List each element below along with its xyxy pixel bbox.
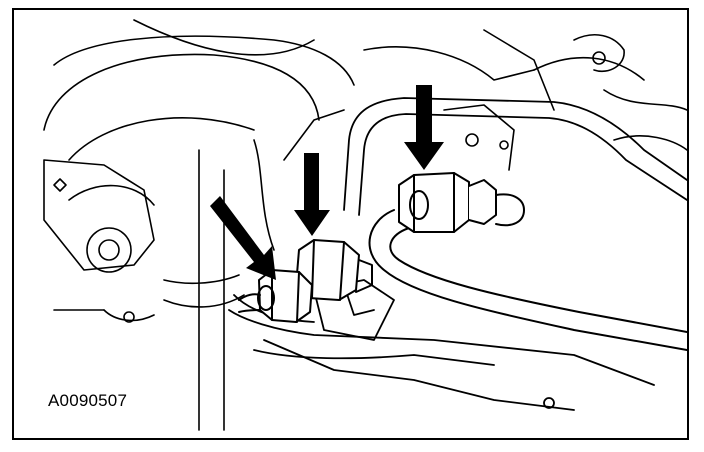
engine-housing	[43, 19, 687, 171]
hex-nut-icon	[398, 172, 525, 233]
lower-fuel-line	[228, 279, 655, 411]
arrow-middle	[294, 153, 330, 236]
hex-nut-icon	[238, 269, 313, 323]
figure-id-label: A0090507	[46, 391, 130, 411]
upper-tube	[343, 97, 687, 216]
down-arrow-icon	[210, 85, 444, 280]
arrow-right	[404, 85, 444, 170]
left-bracket	[43, 159, 155, 323]
arrow-left	[210, 196, 276, 280]
fuel-line-diagram	[43, 19, 687, 431]
illustration-frame: A0090507	[12, 8, 689, 440]
